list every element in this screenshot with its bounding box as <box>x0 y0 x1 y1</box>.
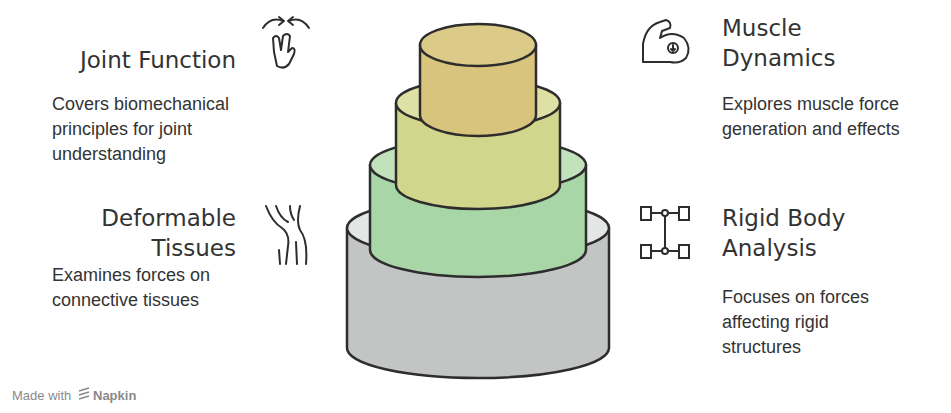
text-block: Joint FunctionCovers biomechanical princ… <box>36 45 236 167</box>
text-block: Deformable TissuesExamines forces on con… <box>36 203 236 313</box>
watermark: Napkin <box>93 388 136 404</box>
text-block: Muscle DynamicsExplores muscle force gen… <box>722 13 902 142</box>
block-heading: Deformable Tissues <box>36 203 236 263</box>
joint-icon <box>263 17 309 68</box>
napkin-logo <box>79 388 89 399</box>
block-heading: Muscle Dynamics <box>722 13 902 73</box>
block-description: Covers biomechanical principles for join… <box>52 92 236 167</box>
block-description: Focuses on forces affecting rigid struct… <box>722 285 897 360</box>
knee-icon <box>266 206 306 264</box>
top-tier-top <box>420 24 536 66</box>
block-description: Explores muscle force generation and eff… <box>722 92 902 142</box>
watermark: Made with <box>12 388 71 404</box>
muscle-icon <box>643 20 689 63</box>
rigid-body-icon <box>641 207 689 258</box>
block-heading: Rigid Body Analysis <box>722 203 897 263</box>
block-description: Examines forces on connective tissues <box>52 263 236 313</box>
text-block: Rigid Body AnalysisFocuses on forces aff… <box>722 203 897 360</box>
block-heading: Joint Function <box>36 45 236 75</box>
